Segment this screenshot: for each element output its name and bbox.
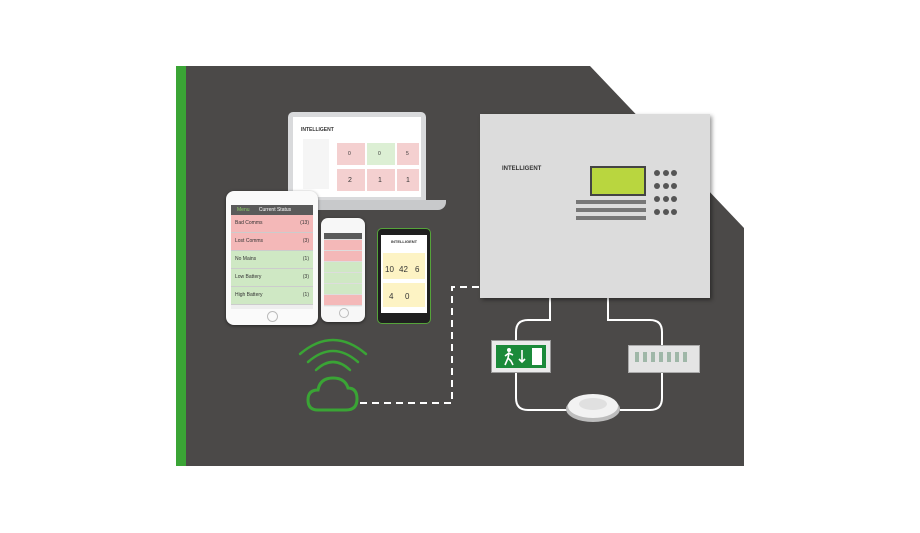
laptop-sidebar: [303, 139, 329, 189]
key-button[interactable]: [654, 183, 660, 189]
wifi-icon: [298, 338, 368, 372]
smartphone-value: 0: [405, 292, 410, 301]
tablet-title: Current Status: [258, 207, 292, 213]
keypad: [654, 170, 678, 220]
loop-wire-left: [515, 298, 568, 411]
control-panel-cabinet: INTELLIGENT: [480, 114, 710, 298]
laptop-tile: [337, 169, 365, 191]
phone-row: [324, 251, 362, 262]
smartphone-value: 10: [385, 265, 394, 274]
exit-sign-icon: [496, 345, 546, 368]
smartphone-brand: INTELLIGENT: [390, 239, 418, 244]
tablet-home-button[interactable]: [267, 311, 278, 322]
tablet-header: Menu Current Status: [231, 205, 313, 215]
status-count: (3): [302, 238, 309, 244]
status-row[interactable]: Lost Comms (3): [231, 233, 313, 251]
laptop-value: 0: [378, 151, 381, 157]
smartphone-value: 6: [415, 265, 420, 274]
smartphone-panel: [383, 283, 425, 307]
exit-sign: [491, 340, 551, 373]
phone-row: [324, 240, 362, 251]
laptop-value: 5: [406, 151, 409, 157]
status-label: High Battery: [235, 292, 263, 298]
laptop-tile: [367, 169, 395, 191]
smartphone-panel: [383, 253, 425, 279]
status-row[interactable]: High Battery (1): [231, 287, 313, 305]
key-button[interactable]: [662, 196, 669, 202]
key-button[interactable]: [671, 209, 678, 215]
laptop-value: 2: [348, 177, 352, 184]
laptop-screen: INTELLIGENT 0 0 5 2 1 1: [293, 117, 421, 197]
tablet-back-button[interactable]: Menu: [237, 207, 250, 213]
phone-screen: [324, 233, 362, 307]
status-count: (13): [300, 220, 309, 226]
key-button[interactable]: [654, 170, 660, 176]
status-row[interactable]: Low Battery (3): [231, 269, 313, 287]
phone-header: [324, 233, 362, 240]
module-terminal: [651, 352, 655, 362]
laptop-device: INTELLIGENT 0 0 5 2 1 1: [288, 112, 426, 200]
status-row[interactable]: Bad Comms (13): [231, 215, 313, 233]
exit-sign-graphic: [504, 348, 542, 366]
phone-device: [321, 218, 365, 322]
key-button[interactable]: [671, 196, 678, 202]
key-button[interactable]: [671, 183, 678, 189]
status-row[interactable]: No Mains (1): [231, 251, 313, 269]
key-button[interactable]: [662, 170, 669, 176]
module-terminal: [675, 352, 679, 362]
smartphone-value: 4: [389, 292, 394, 301]
status-count: (1): [302, 292, 309, 298]
module-terminal: [683, 352, 687, 362]
phone-row: [324, 273, 362, 284]
smartphone-value: 42: [399, 265, 408, 274]
lcd-display: [590, 166, 646, 196]
detector-graphic: [566, 394, 620, 422]
laptop-value: 0: [348, 151, 351, 157]
key-button[interactable]: [662, 183, 669, 189]
loop-wire-right: [607, 298, 663, 411]
phone-row: [324, 262, 362, 273]
laptop-value: 1: [378, 177, 382, 184]
module-terminal: [659, 352, 663, 362]
key-button[interactable]: [654, 196, 660, 202]
laptop-tile: [337, 143, 365, 165]
laptop-tile: [397, 143, 419, 165]
cabinet-brand: INTELLIGENT: [502, 166, 542, 172]
module-terminal: [643, 352, 647, 362]
laptop-tile: [397, 169, 419, 191]
indicator-strip: [576, 198, 646, 222]
dashed-network-link: [360, 286, 480, 404]
module-terminal: [635, 352, 639, 362]
status-label: No Mains: [235, 256, 257, 262]
status-label: Lost Comms: [235, 238, 264, 244]
status-count: (3): [302, 274, 309, 280]
key-button[interactable]: [671, 170, 678, 176]
phone-home-button[interactable]: [339, 308, 349, 318]
status-label: Bad Comms: [235, 220, 263, 226]
tablet-device: Menu Current Status Bad Comms (13) Lost C…: [226, 191, 318, 325]
key-button[interactable]: [654, 209, 660, 215]
smartphone-screen: INTELLIGENT 10 42 6 4 0: [381, 235, 427, 313]
laptop-brand: INTELLIGENT: [301, 127, 334, 133]
module-icon: [628, 345, 700, 373]
module-terminal: [667, 352, 671, 362]
cloud-icon: [306, 376, 359, 412]
laptop-value: 1: [406, 177, 410, 184]
phone-row: [324, 284, 362, 295]
laptop-base: [268, 200, 446, 210]
phone-row: [324, 295, 362, 306]
tablet-screen: Menu Current Status Bad Comms (13) Lost C…: [231, 205, 313, 309]
key-button[interactable]: [662, 209, 669, 215]
smartphone-device: INTELLIGENT 10 42 6 4 0: [377, 228, 431, 324]
detector-icon: [565, 389, 621, 423]
laptop-tile: [367, 143, 395, 165]
status-count: (1): [302, 256, 309, 262]
status-label: Low Battery: [235, 274, 262, 280]
green-edge-stripe: [176, 66, 186, 466]
